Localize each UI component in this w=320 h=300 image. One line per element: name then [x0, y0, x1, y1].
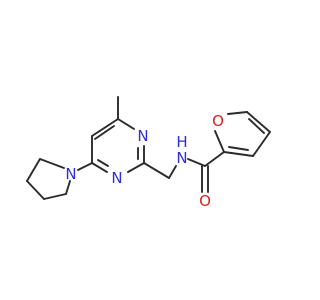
bond-npyr-ca: [39, 158, 65, 169]
bond-c5-c4furan: [246, 111, 271, 133]
bond-layer: [26, 96, 271, 200]
bond-ca-cb: [26, 158, 41, 182]
bond-ccarbonyl-c2furan: [204, 151, 225, 167]
bond-c2furan-o: [214, 130, 225, 153]
bond-c6-n1-double: [97, 159, 109, 167]
bond-c2-ch2: [143, 162, 170, 179]
bond-c4-c5: [91, 118, 119, 137]
bond-c6-n1: [91, 162, 108, 173]
bond-c4-c5-double: [94, 125, 115, 140]
bond-n1-c2: [127, 162, 145, 173]
atom-n-pyrrolidine: N: [65, 165, 76, 183]
bond-cd-npyr: [65, 180, 71, 195]
atom-n-pyrimidine-upper: N: [137, 127, 148, 145]
bond-c4-c3furan: [252, 131, 271, 157]
bond-cb-cc: [26, 180, 45, 200]
atom-n-amide: N: [176, 149, 187, 167]
bond-o-c5furan: [227, 111, 248, 115]
bond-c6-npyr: [77, 162, 93, 171]
bond-cc-cd: [43, 193, 67, 200]
atom-n-pyrimidine-lower: N: [111, 169, 122, 187]
bond-c3-c2furan-double: [228, 146, 249, 151]
molecule-structure-diagram: N N N N H O O: [26, 96, 271, 210]
atom-layer: N N N N H O O: [65, 112, 224, 210]
atom-o-carbonyl: O: [199, 192, 211, 210]
bond-c3-c2furan: [223, 151, 254, 157]
bond-n3-c4: [117, 118, 135, 130]
bond-namide-ccarbonyl: [187, 158, 206, 167]
atom-o-furan: O: [212, 112, 224, 130]
atom-h-amide: H: [176, 133, 187, 151]
bond-ch2-namide: [168, 165, 177, 179]
bond-c5-c4furan-double: [248, 118, 265, 134]
